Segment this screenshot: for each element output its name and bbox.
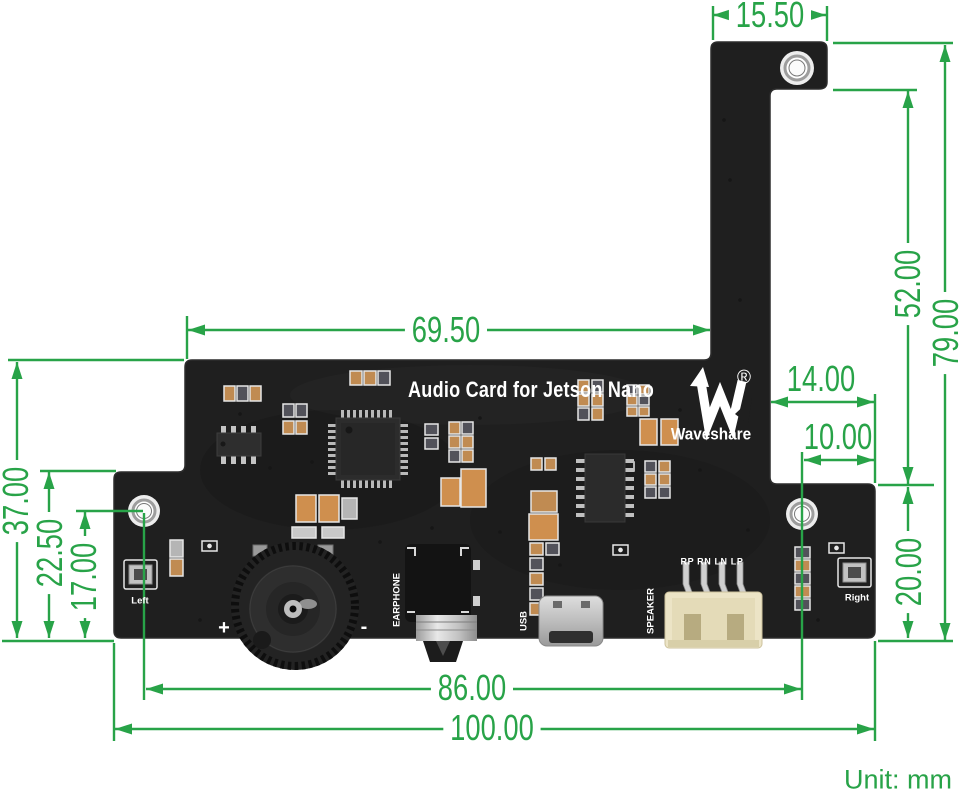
dimension-annotations [2, 6, 953, 741]
volume-knob [231, 542, 359, 670]
extension-lines [2, 6, 953, 741]
right-mic-label: Right [844, 592, 870, 604]
pcb-board [113, 41, 876, 639]
board-title: Audio Card for Jetson Nano [408, 377, 654, 402]
dim-label-arm-height: 52.00 [887, 242, 928, 326]
dim-label-hole-span: 86.00 [430, 669, 514, 707]
volume-minus-label: - [360, 616, 368, 638]
volume-plus-label: + [218, 617, 230, 639]
speaker-connector [664, 561, 763, 649]
dimension-arrows [11, 9, 951, 735]
qfp-main-chip [328, 410, 408, 488]
speaker-label: SPEAKER [645, 588, 657, 634]
unit-note: Unit: mm [844, 764, 952, 795]
mounting-hole-tab [780, 51, 814, 85]
mic-right [837, 557, 872, 588]
earphone-jack [405, 544, 480, 662]
dim-label-top-tab-width: 15.50 [728, 0, 812, 34]
mic-left [123, 559, 158, 590]
earphone-label: EARPHONE [391, 573, 403, 627]
soic8-chip [216, 426, 262, 464]
dim-label-total-width: 100.00 [443, 709, 541, 747]
speaker-pin-labels: RP RN LN LP [680, 556, 744, 567]
via-dots [198, 118, 820, 622]
dim-label-upper-body-width: 69.50 [404, 311, 488, 349]
mounting-hole-left [128, 495, 160, 527]
waveshare-logo [690, 367, 752, 441]
dim-label-hole-to-bottom: 17.00 [63, 535, 104, 619]
usb-label: USB [518, 610, 530, 632]
pcb-outline [113, 41, 876, 639]
registered-mark: ® [737, 367, 751, 389]
dim-label-hole-to-right-edge: 10.00 [803, 416, 873, 457]
dim-label-total-height: 79.00 [925, 291, 960, 375]
dim-label-right-body-height: 20.00 [888, 530, 929, 614]
usb-port [538, 595, 604, 647]
brand-label: Waveshare [670, 424, 752, 444]
dim-label-notch-width: 14.00 [786, 358, 856, 399]
left-mic-label: Left [131, 595, 149, 607]
tssop-chip [576, 453, 634, 523]
